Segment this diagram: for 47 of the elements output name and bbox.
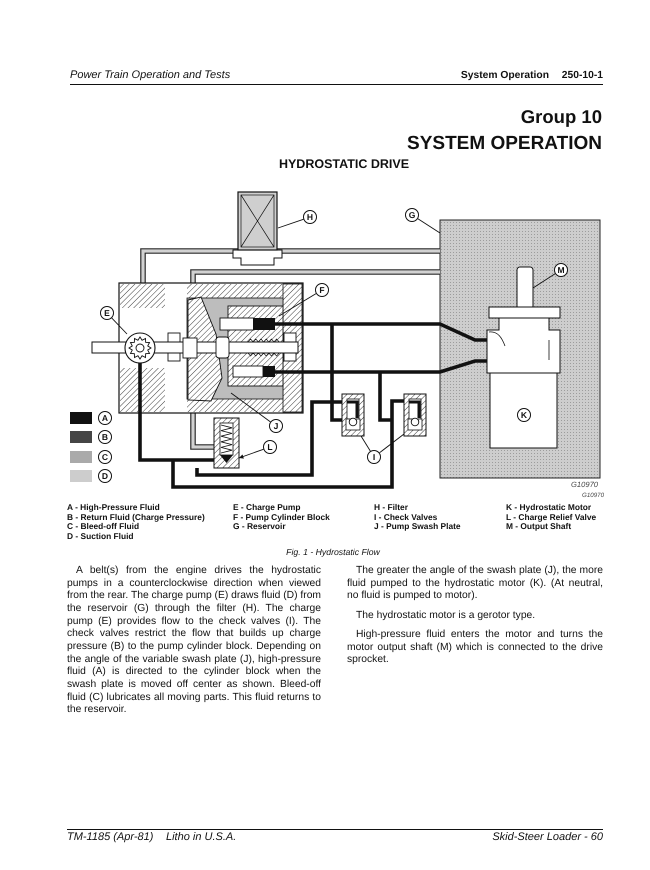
body-paragraph: The hydrostatic motor is a gerotor type. [355, 610, 536, 623]
legend-letter: D [98, 469, 112, 483]
section-header: System Operation [460, 69, 549, 82]
legend-letter: C [98, 450, 112, 464]
body-paragraph: A belt(s) from the engine drives the hydrostatic pumps in a counterclockwise direction when viewed from the rear. The charge pump (E) draws fluid (D) from the reservoir (G) through the filter (H). The charge pump (E) provides flow to the check valves (I). The check valves restrict the flow that builds up charge pressure (B) to the pump cylinder block. Depending on the angle of the variable swash plate (J), high-pressure fluid (A) is directed to the cylinder block when the swash plate is moved off center as shown. Bleed-off fluid (C) lubricates all moving parts. This fluid returns to the reservoir. [67, 565, 321, 718]
key-entry: J - Pump Swash Plate [374, 522, 461, 532]
key-entry: H - Filter [374, 503, 408, 512]
section-heading: SYSTEM OPERATION [407, 132, 602, 155]
key-entry: K - Hydrostatic Motor [506, 503, 592, 512]
group-heading: Group 10 [520, 106, 602, 128]
key-entry: I - Check Valves [374, 512, 438, 522]
callout-letter: H [303, 210, 317, 224]
callout-letter: E [100, 306, 114, 320]
key-entry: E - Charge Pump [233, 503, 300, 512]
callout-letter: L [263, 440, 277, 454]
leader-line [278, 218, 304, 228]
callout-letter: F [315, 283, 329, 297]
leader-line [360, 436, 371, 452]
footer-text: Skid-Steer Loader - 60 [492, 831, 603, 844]
key-entry: B - Return Fluid (Charge Pressure) [67, 512, 205, 522]
leader-line [111, 318, 128, 334]
callout-letter: G [405, 208, 419, 222]
key-entry: M - Output Shaft [506, 522, 572, 532]
callout-letter: J [269, 419, 283, 433]
leader-line [230, 392, 271, 422]
callout-letter: I [367, 450, 381, 464]
leader-line [379, 434, 404, 454]
legend-letter: A [98, 411, 112, 425]
footer-text: Litho in U.S.A. [166, 831, 236, 844]
leader-line [417, 218, 440, 234]
running-header: Power Train Operation and Tests [70, 69, 230, 82]
key-entry: D - Suction Fluid [67, 532, 134, 541]
leader-line [278, 293, 316, 316]
leader-line [532, 273, 556, 288]
footer-text: TM-1185 (Apr-81) [67, 831, 154, 844]
figure-caption: Fig. 1 - Hydrostatic Flow [286, 547, 380, 558]
body-paragraph: High-pressure fluid enters the motor and turns the motor output shaft (M) which is connected to the drive sprocket. [347, 629, 603, 668]
leader-line [238, 448, 264, 459]
key-entry: F - Pump Cylinder Block [233, 512, 330, 522]
key-entry: G - Reservoir [233, 522, 286, 532]
body-paragraph: The greater the angle of the swash plate (J), the more fluid pumped to the hydrostatic motor (K). (At neutral, no fluid is pumped to motor). [347, 565, 603, 604]
figure-title: HYDROSTATIC DRIVE [278, 157, 410, 172]
key-entry: A - High-Pressure Fluid [67, 503, 160, 512]
page-number: 250-10-1 [562, 69, 603, 82]
legend-letter: B [98, 430, 112, 444]
key-entry: L - Charge Relief Valve [506, 512, 596, 522]
key-entry: C - Bleed-off Fluid [67, 522, 140, 532]
